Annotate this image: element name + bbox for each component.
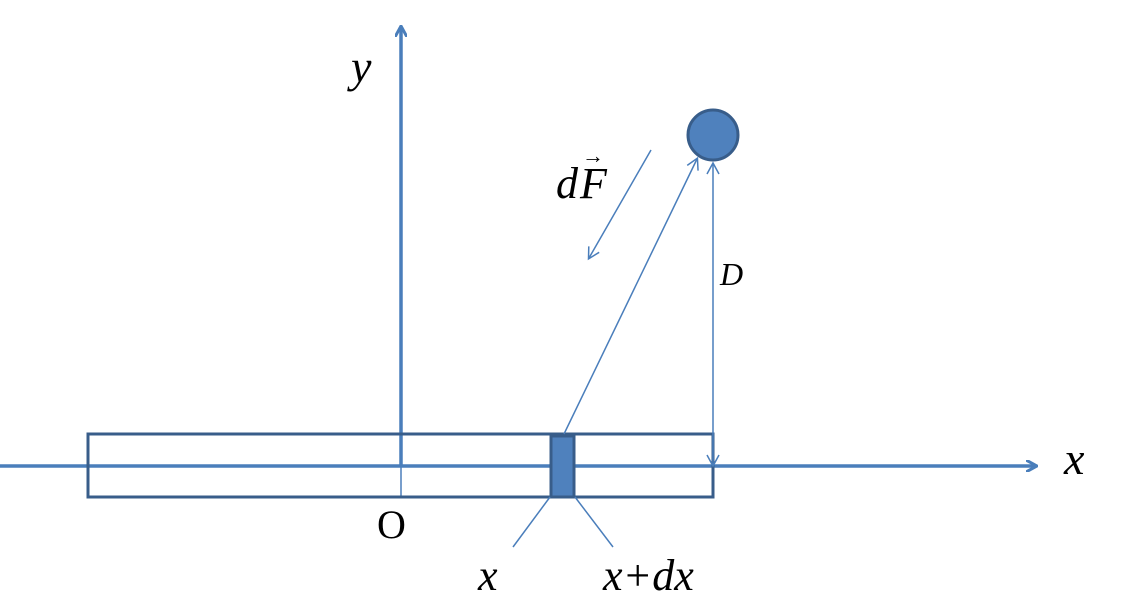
element-left-label: x — [477, 551, 498, 600]
force-vector-arrow: → — [582, 143, 604, 168]
element-right-pointer — [574, 496, 614, 548]
force-label-F: F — [579, 159, 608, 208]
element-left-pointer — [512, 496, 551, 548]
force-arrow — [587, 149, 652, 261]
y-axis-label: y — [347, 41, 372, 92]
x-axis-label: x — [1063, 433, 1085, 484]
connecting-line — [563, 156, 699, 435]
point-mass — [686, 108, 740, 162]
distance-label: D — [719, 256, 743, 292]
origin-label: O — [377, 502, 406, 547]
mass-element-dx — [549, 434, 576, 499]
force-label-d: d — [556, 159, 579, 208]
element-right-label: x+dx — [602, 551, 694, 600]
